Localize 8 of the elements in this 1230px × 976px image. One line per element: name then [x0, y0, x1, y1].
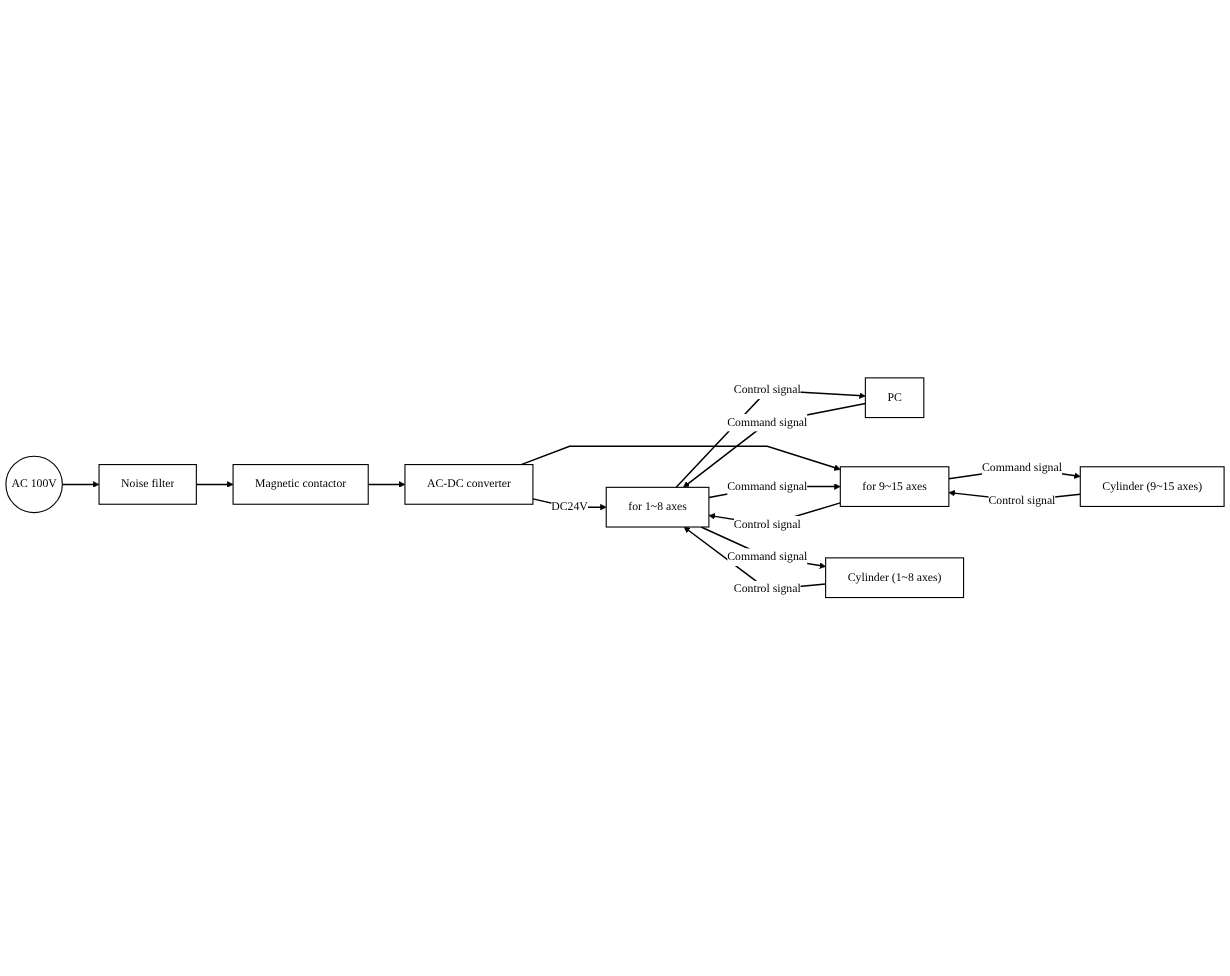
- arrow: [700, 526, 826, 569]
- arrow: [683, 402, 867, 488]
- arrow: [195, 481, 234, 488]
- arrow: [675, 389, 866, 488]
- arrow: [61, 481, 100, 488]
- arrow: [520, 445, 841, 471]
- arrow: [367, 481, 406, 488]
- arrow: [683, 526, 827, 591]
